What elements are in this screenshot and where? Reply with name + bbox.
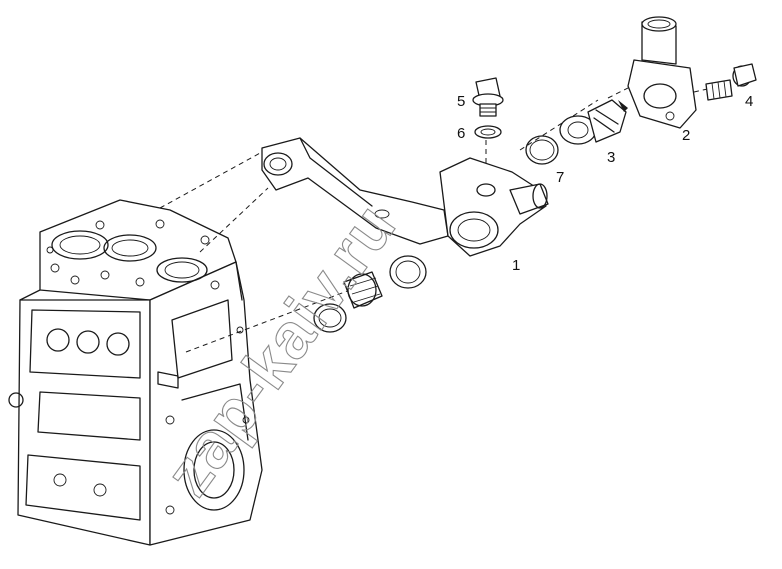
part-2-thermostat-cover — [627, 16, 697, 129]
part-6-washer — [474, 125, 502, 139]
engine-block — [8, 199, 263, 546]
callout-5: 5 — [457, 93, 465, 110]
part-5-plug — [472, 77, 504, 117]
callout-3: 3 — [607, 149, 615, 166]
callout-1: 1 — [512, 257, 520, 274]
intermediate-rings — [313, 255, 427, 333]
callout-6: 6 — [457, 125, 465, 142]
callout-4: 4 — [745, 93, 753, 110]
part-1-manifold — [261, 137, 549, 257]
part-7-o-ring — [525, 135, 559, 165]
callout-2: 2 — [682, 127, 690, 144]
callout-7: 7 — [556, 169, 564, 186]
part-4-bolt — [705, 63, 757, 101]
part-3-thermostat — [559, 99, 628, 145]
